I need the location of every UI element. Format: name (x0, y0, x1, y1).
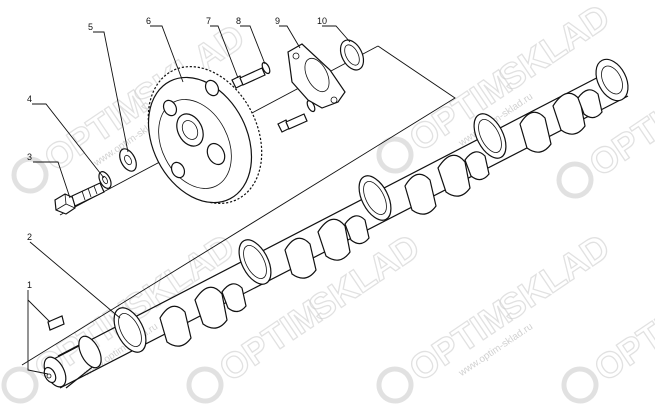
callout-6: 6 (146, 16, 151, 26)
flat-washer (119, 148, 137, 172)
spring-washer-upper (261, 61, 271, 75)
flange-bolt-lower (277, 113, 308, 133)
callout-9: 9 (275, 16, 280, 26)
woodruff-key (47, 315, 65, 331)
callout-4: 4 (27, 94, 32, 104)
camshaft (43, 58, 629, 389)
watermark-far-right-low: OPTIM (561, 291, 655, 404)
camshaft-gear (147, 66, 263, 204)
leader-lines (27, 25, 351, 375)
svg-text:SKLAD: SKLAD (491, 226, 617, 329)
camshaft-front-end (43, 335, 102, 389)
callout-1: 1 (27, 280, 32, 290)
callout-2: 2 (27, 232, 32, 242)
callout-10: 10 (317, 16, 327, 26)
flange-bolt-upper (231, 67, 266, 89)
spacer-ring (339, 39, 365, 71)
callout-8: 8 (236, 16, 241, 26)
bolt (54, 182, 105, 215)
callout-labels: 1 2 3 4 5 6 7 8 9 10 (27, 16, 327, 290)
callout-3: 3 (27, 152, 32, 162)
svg-text:OPTIM: OPTIM (586, 292, 655, 390)
camshaft-journals (113, 58, 629, 353)
cam-lobes (159, 89, 603, 347)
callout-5: 5 (88, 22, 93, 32)
callout-7: 7 (206, 16, 211, 26)
thrust-flange (287, 43, 346, 109)
